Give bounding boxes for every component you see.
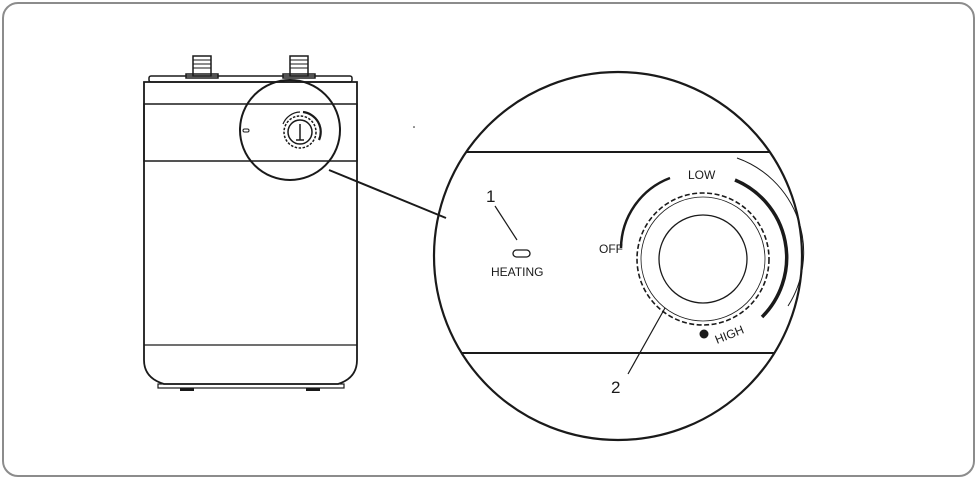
water-heater	[143, 55, 358, 391]
heater-control-panel	[143, 103, 358, 162]
zoom-source-circle	[239, 79, 341, 181]
callout-1-leader	[494, 205, 518, 241]
callout-2-leader	[627, 307, 666, 375]
low-label: LOW	[688, 168, 716, 182]
temperature-knob-ring	[636, 192, 770, 326]
water-connector-left	[185, 55, 219, 79]
water-connector-right	[282, 55, 316, 79]
heating-indicator-led	[512, 249, 531, 258]
callout-2-label: 2	[611, 378, 620, 397]
scale-arc-off-low	[619, 176, 671, 249]
callout-1-label: 1	[486, 187, 495, 206]
temperature-knob-center	[658, 214, 748, 304]
off-label: OFF	[599, 242, 623, 256]
small-temperature-knob	[282, 110, 322, 149]
enlarged-control-panel	[432, 70, 805, 442]
heater-base	[157, 383, 345, 389]
zoom-connector-line	[328, 169, 447, 219]
heating-label: HEATING	[491, 265, 543, 279]
scale-arc-low-high	[734, 178, 789, 319]
small-heating-led	[242, 128, 250, 133]
high-label: HIGH	[713, 323, 746, 347]
enlarged-view-circle	[432, 70, 804, 442]
position-marker-dot	[699, 329, 709, 339]
heater-body	[143, 81, 358, 385]
